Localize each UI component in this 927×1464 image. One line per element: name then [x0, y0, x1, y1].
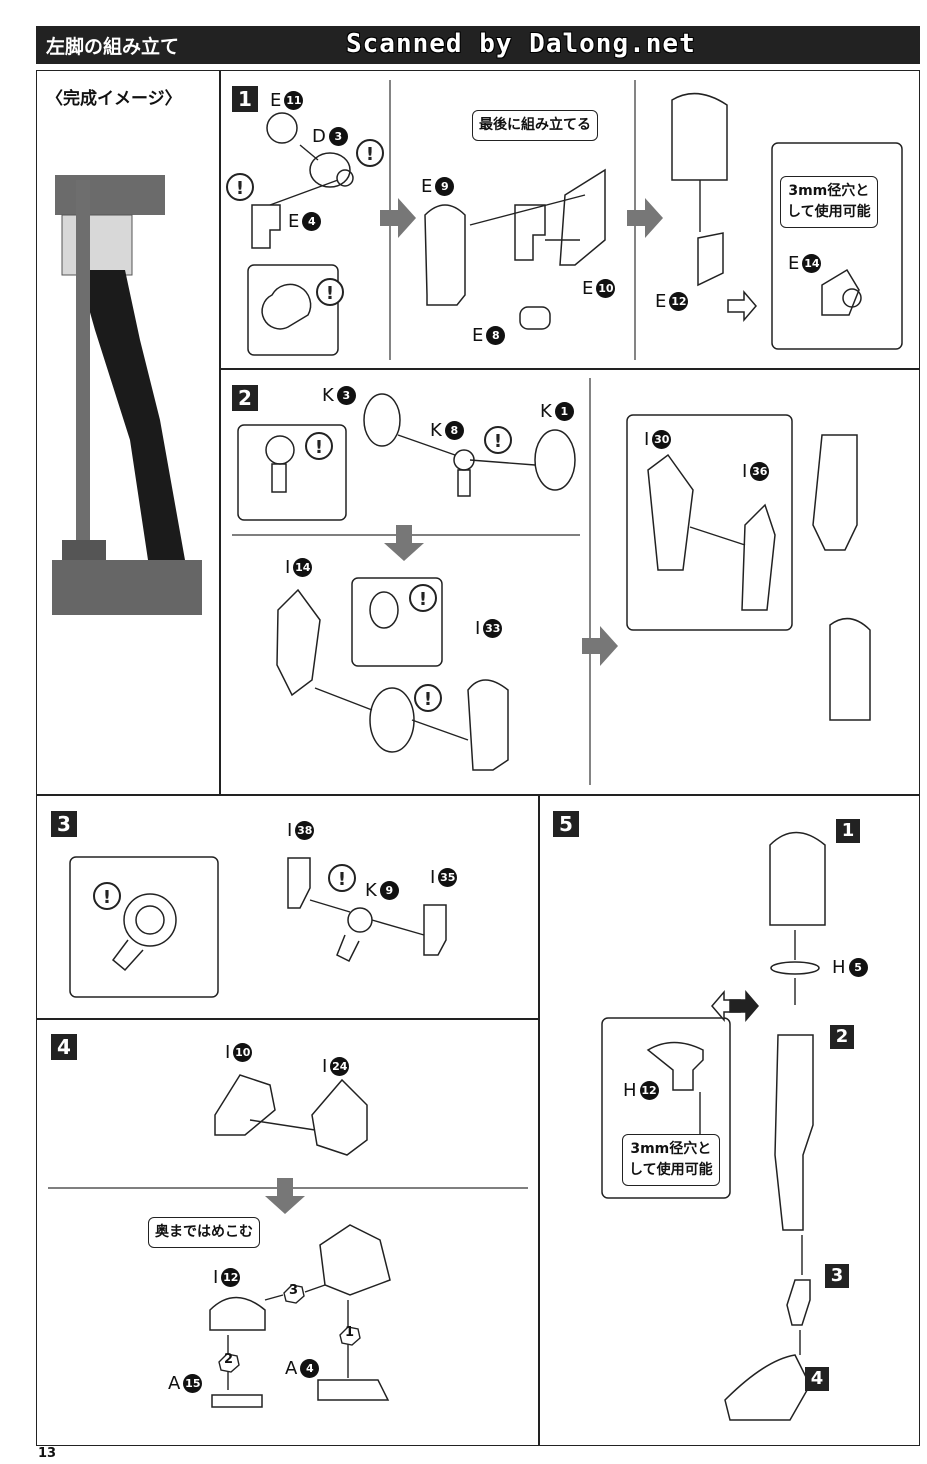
svg-text:!: ! [419, 589, 427, 610]
note-push-fully: 奥まではめこむ [148, 1217, 260, 1248]
sub-step-1: 1 [836, 819, 860, 843]
page-header: 左脚の組み立て Scanned by Dalong.net [36, 26, 920, 64]
step-number-5: 5 [553, 811, 579, 837]
order-1: 1 [345, 1325, 355, 1340]
sub-step-2: 2 [830, 1025, 854, 1049]
order-3: 3 [289, 1283, 299, 1298]
step2-panel [219, 368, 920, 795]
order-2: 2 [224, 1352, 234, 1367]
svg-text:!: ! [103, 887, 111, 908]
caution-marks-glyph: !!! !! !! !! [103, 144, 502, 908]
svg-text:!: ! [315, 437, 323, 458]
note-3mm-hole-step5: 3mm径穴と して使用可能 [622, 1134, 720, 1186]
page-number: 13 [38, 1446, 57, 1461]
svg-text:!: ! [338, 869, 346, 890]
svg-text:!: ! [424, 689, 432, 710]
step-number-3: 3 [51, 811, 77, 837]
completion-label: 〈完成イメージ〉 [46, 89, 182, 109]
page-title: 左脚の組み立て [46, 36, 180, 58]
step-number-4: 4 [51, 1034, 77, 1060]
note-assemble-last: 最後に組み立てる [472, 110, 598, 141]
caution-marks [93, 139, 512, 910]
swap-arrows [711, 289, 759, 1023]
svg-text:!: ! [366, 144, 374, 165]
scan-credit: Scanned by Dalong.net [346, 29, 696, 59]
svg-text:!: ! [236, 178, 244, 199]
sub-step-3: 3 [825, 1264, 849, 1288]
step5-panel [538, 795, 920, 1446]
svg-text:!: ! [326, 283, 334, 304]
svg-text:!: ! [494, 431, 502, 452]
completed-leg-image [52, 175, 202, 615]
flow-arrows [265, 198, 663, 1214]
step-number-1: 1 [232, 86, 258, 112]
sub-step-4: 4 [805, 1367, 829, 1391]
step-number-2: 2 [232, 385, 258, 411]
step1-panel [219, 70, 920, 370]
completion-panel [36, 70, 221, 795]
step3-panel [36, 795, 540, 1020]
note-3mm-hole-step1: 3mm径穴と して使用可能 [780, 176, 878, 228]
step4-panel [36, 1018, 540, 1446]
